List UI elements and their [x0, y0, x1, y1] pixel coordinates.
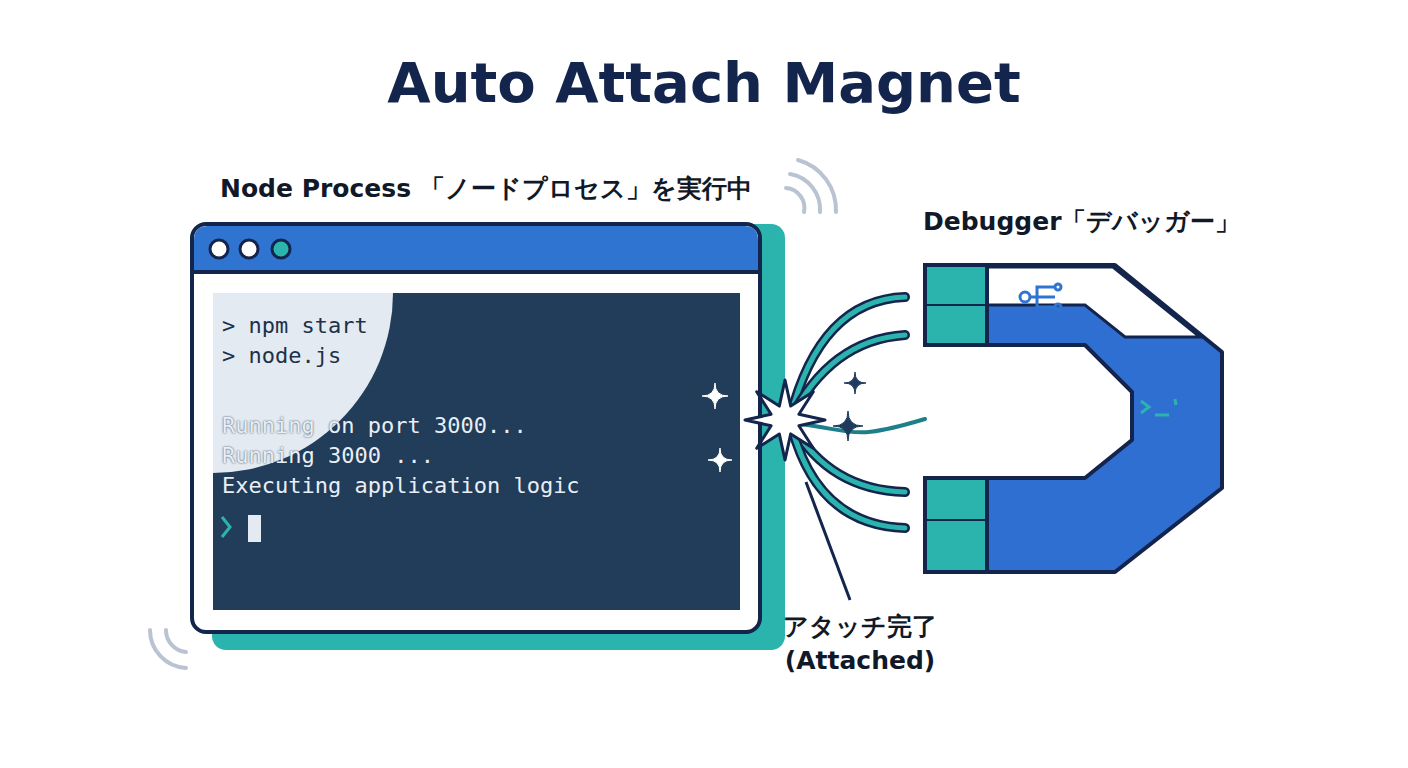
sparkle [833, 411, 863, 441]
node-process-window: Node Process 「ノードプロセス」を実行中> npm start> n… [192, 224, 760, 632]
terminal-line: Executing application logic [222, 473, 580, 499]
titlebar-border [194, 270, 758, 274]
prompt-chevron [222, 517, 230, 537]
window-heading: Node Process 「ノードプロセス」を実行中 [220, 172, 752, 205]
magnet-top-face [987, 267, 1200, 337]
contact-starburst [745, 380, 825, 460]
debugger-heading: Debugger「デバッガー」 [923, 205, 1240, 238]
magnet-body [925, 265, 1222, 572]
field-line [790, 335, 905, 420]
leader-line [806, 482, 850, 600]
terminal-cursor [248, 515, 261, 542]
terminal-line: > node.js [222, 343, 341, 369]
pole-edge [925, 305, 987, 520]
signal-wave [790, 174, 820, 212]
signal-wave [166, 630, 186, 652]
magnetic-field [790, 297, 905, 528]
signal-wave [798, 160, 836, 212]
window-button [210, 240, 228, 258]
signal-wave [786, 188, 804, 212]
attach-connector [760, 419, 925, 432]
window-button [272, 240, 290, 258]
terminal-line: > npm start [222, 313, 368, 339]
debugger-magnet: Debugger「デバッガー」 [925, 265, 1223, 573]
debugger-magnet-outline [925, 265, 1223, 573]
sparkle [844, 372, 866, 394]
edge-label: アタッチ完了 (Attached) [760, 610, 960, 678]
window-titlebar [194, 226, 758, 272]
terminal-line: Running 3000 ... [222, 443, 434, 469]
field-line-outline [790, 335, 905, 420]
terminal-icon [1141, 399, 1176, 415]
diagram-title: Auto Attach Magnet [0, 50, 1408, 115]
network-icon [1020, 284, 1061, 310]
signal-wave [150, 630, 186, 668]
terminal-line: Running on port 3000... [222, 413, 527, 439]
magnet-pole [925, 478, 987, 572]
signal-waves [150, 160, 836, 668]
window-button [240, 240, 258, 258]
window-frame [192, 224, 760, 632]
